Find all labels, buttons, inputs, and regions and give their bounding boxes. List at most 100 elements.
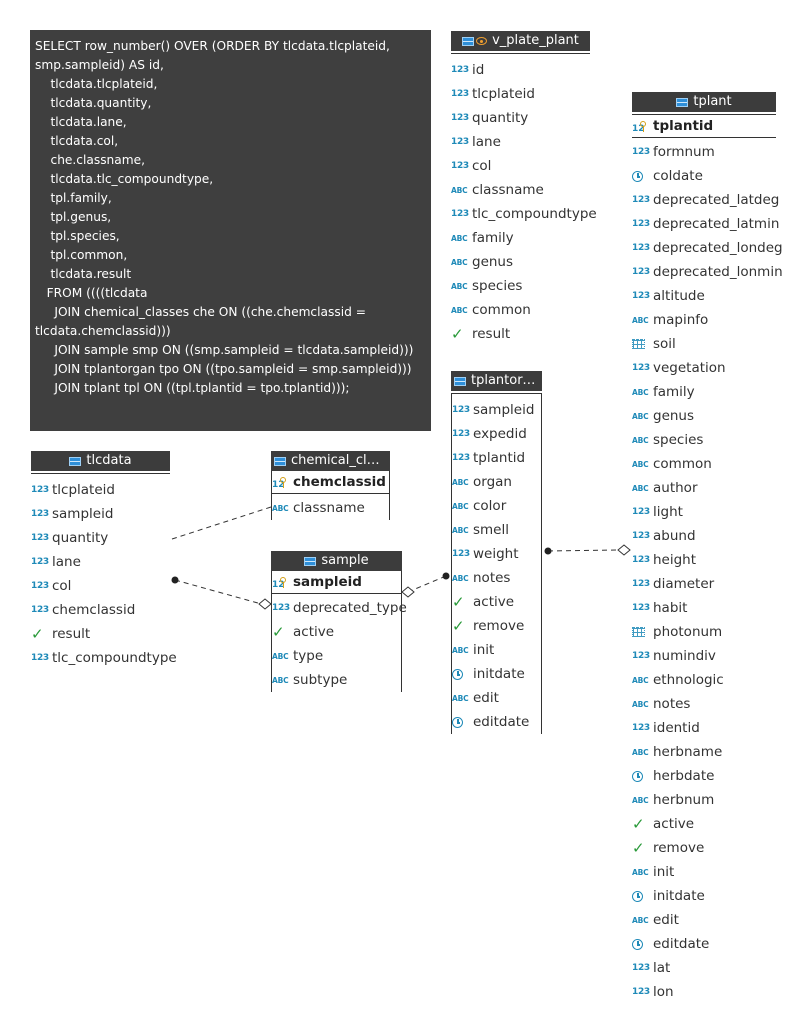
column-row[interactable]: ✓active bbox=[452, 590, 541, 614]
column-row[interactable]: initdate bbox=[632, 884, 776, 908]
column-row[interactable]: ✓result bbox=[31, 622, 170, 646]
entity-header[interactable]: sample bbox=[271, 551, 402, 571]
column-row[interactable]: ✓remove bbox=[452, 614, 541, 638]
column-row[interactable]: ✓active bbox=[632, 812, 776, 836]
entity-header[interactable]: chemical_clas... bbox=[271, 451, 390, 471]
entity-header[interactable]: v_plate_plant bbox=[451, 31, 590, 51]
column-name: diameter bbox=[653, 576, 715, 592]
numeric-type-icon: 123 bbox=[632, 651, 650, 661]
column-name: light bbox=[653, 504, 683, 520]
column-name: remove bbox=[473, 618, 525, 634]
column-row[interactable]: soil bbox=[632, 332, 776, 356]
column-row[interactable]: editdate bbox=[632, 932, 776, 956]
entity-header[interactable]: tlcdata bbox=[31, 451, 170, 471]
column-row[interactable]: ✓active bbox=[272, 620, 401, 644]
entity-header[interactable]: tplant bbox=[632, 92, 776, 112]
checkmark-icon: ✓ bbox=[451, 325, 464, 343]
column-row[interactable]: ✓result bbox=[451, 322, 590, 346]
column-row[interactable]: ✓remove bbox=[632, 836, 776, 860]
column-row[interactable]: initdate bbox=[452, 662, 541, 686]
column-row[interactable]: herbdate bbox=[632, 764, 776, 788]
key-icon: 12 bbox=[632, 119, 652, 134]
entity-title: tplant bbox=[693, 94, 732, 109]
column-row[interactable]: editdate bbox=[452, 710, 541, 734]
relation-tplantorgan-tplant bbox=[547, 549, 621, 552]
entity-header[interactable]: tplantorg... bbox=[451, 371, 542, 391]
column-row[interactable]: coldate bbox=[632, 164, 776, 188]
column-row[interactable]: photonum bbox=[632, 620, 776, 644]
column-name: sampleid bbox=[473, 402, 535, 418]
column-name: edit bbox=[653, 912, 679, 928]
